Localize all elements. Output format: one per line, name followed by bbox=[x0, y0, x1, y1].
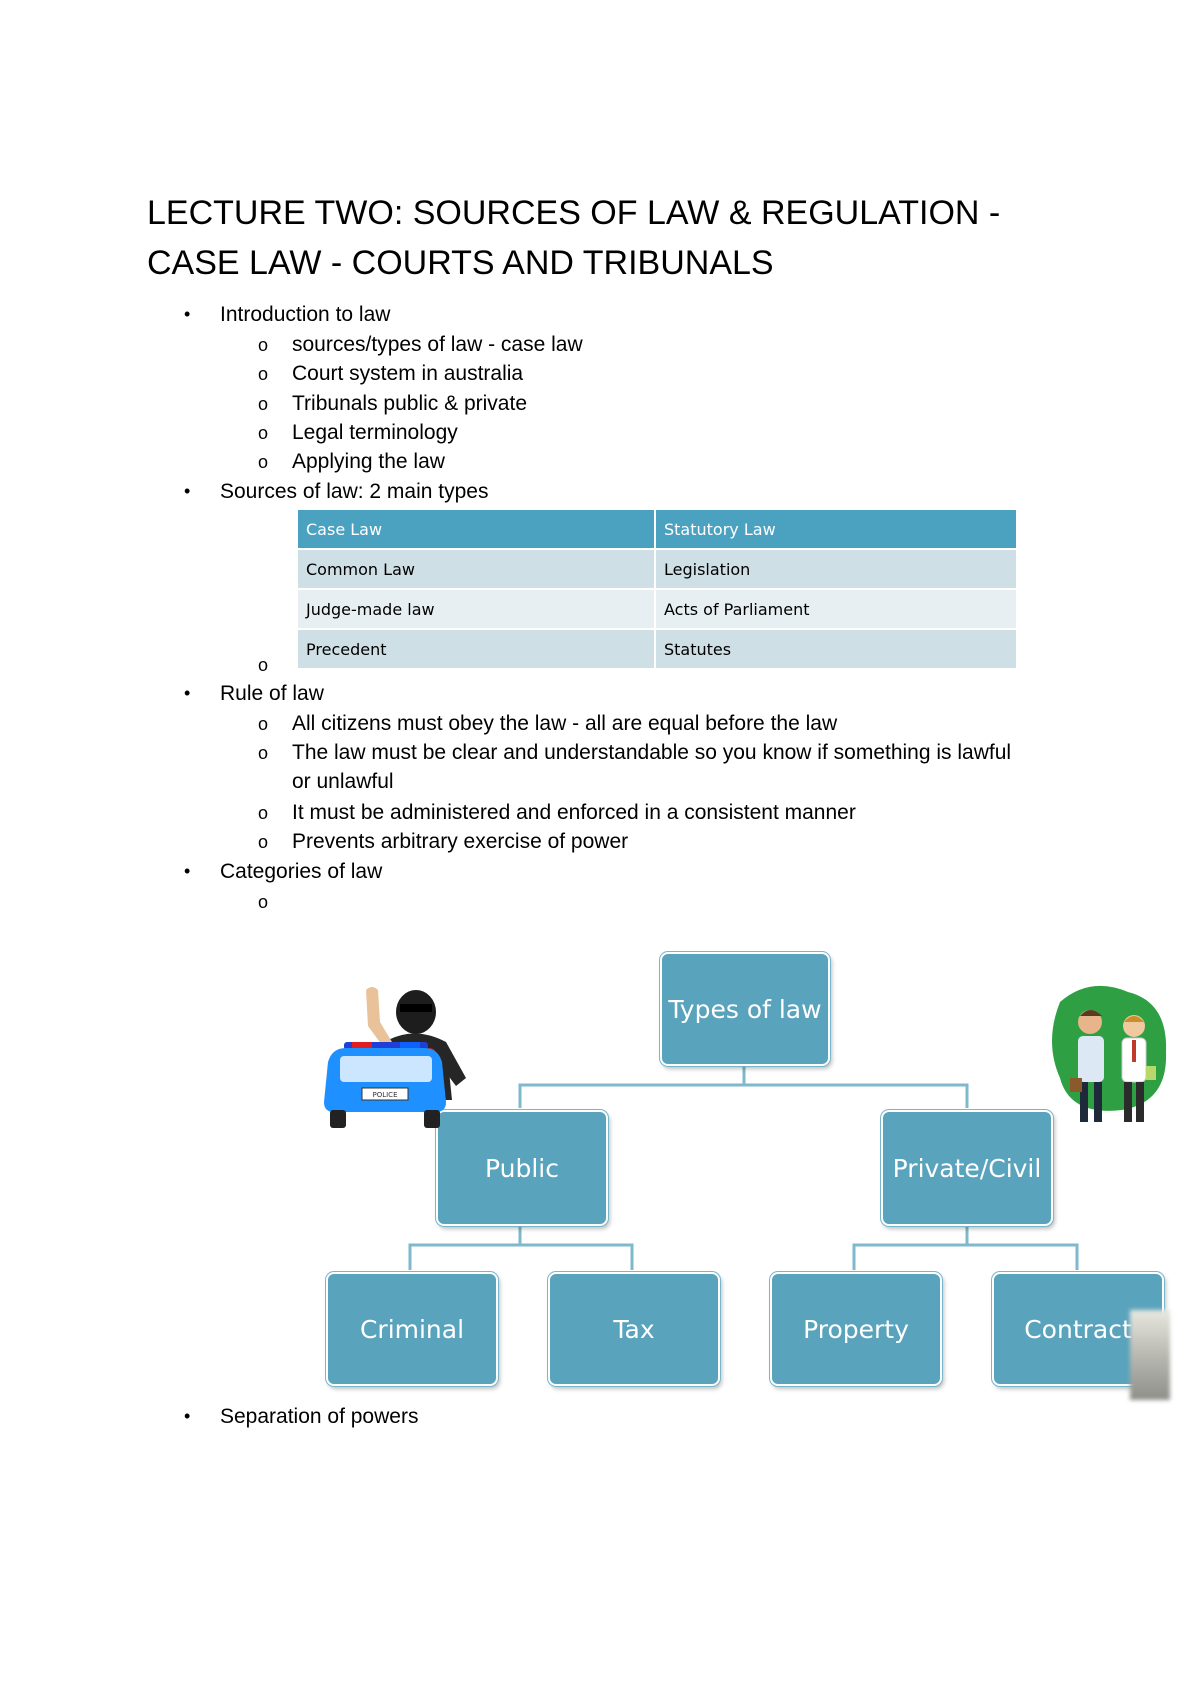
table-row: Common Law Legislation bbox=[298, 549, 1016, 590]
sub-bullet-icon: o bbox=[258, 364, 269, 384]
list-item-continuation: or unlawful bbox=[292, 770, 394, 793]
diagram-node-root: Types of law bbox=[660, 952, 830, 1066]
table-cell: Judge-made law bbox=[298, 589, 656, 630]
sub-bullet-icon: o bbox=[258, 892, 269, 912]
list-item: o Prevents arbitrary exercise of power bbox=[258, 827, 628, 856]
table-header-cell: Statutory Law bbox=[655, 510, 1016, 550]
sub-bullet-icon: o bbox=[258, 803, 269, 823]
table-cell: Precedent bbox=[298, 629, 656, 670]
sub-bullet-icon: o bbox=[258, 743, 269, 763]
list-item: o The law must be clear and understandab… bbox=[258, 738, 1011, 767]
bullet-icon: • bbox=[184, 683, 191, 703]
diagram-node-tax: Tax bbox=[548, 1272, 720, 1386]
list-item: o Tribunals public & private bbox=[258, 389, 527, 418]
table-header-cell: Case Law bbox=[298, 510, 656, 550]
table-cell: Common Law bbox=[298, 549, 656, 590]
diagram-node-private: Private/Civil bbox=[881, 1110, 1053, 1226]
table-header-row: Case Law Statutory Law bbox=[298, 510, 1016, 550]
sub-bullet-icon: o bbox=[258, 335, 269, 355]
list-item: • Introduction to law bbox=[184, 300, 390, 329]
sub-bullet-icon: o bbox=[258, 452, 269, 472]
list-item: o It must be administered and enforced i… bbox=[258, 798, 856, 827]
list-item: • Categories of law bbox=[184, 857, 382, 886]
list-item: o All citizens must obey the law - all a… bbox=[258, 709, 837, 738]
table-row: Judge-made law Acts of Parliament bbox=[298, 589, 1016, 630]
sub-bullet-icon: o bbox=[258, 714, 269, 734]
bullet-icon: • bbox=[184, 304, 191, 324]
list-item: o sources/types of law - case law bbox=[258, 330, 583, 359]
list-item: • Rule of law bbox=[184, 679, 324, 708]
police-plate-label: POLICE bbox=[372, 1091, 397, 1099]
business-people-illustration bbox=[1052, 985, 1167, 1122]
table-cell: Statutes bbox=[655, 629, 1016, 670]
sub-bullet-icon: o bbox=[258, 394, 269, 414]
list-item: • Separation of powers bbox=[184, 1402, 418, 1431]
blurred-image-fragment bbox=[1130, 1310, 1170, 1400]
page-title: LECTURE TWO: SOURCES OF LAW & REGULATION… bbox=[147, 194, 1001, 282]
list-item: o Legal terminology bbox=[258, 418, 458, 447]
list-item: • Sources of law: 2 main types bbox=[184, 477, 488, 506]
table-row: Precedent Statutes bbox=[298, 629, 1016, 670]
diagram-node-public: Public bbox=[436, 1110, 608, 1226]
sub-bullet-icon: o bbox=[258, 423, 269, 443]
sub-bullet-icon: o bbox=[258, 832, 269, 852]
list-item: o Court system in australia bbox=[258, 359, 523, 388]
sub-bullet-icon: o bbox=[258, 655, 269, 675]
table-cell: Acts of Parliament bbox=[655, 589, 1016, 630]
bullet-icon: • bbox=[184, 1406, 191, 1426]
diagram-node-property: Property bbox=[770, 1272, 942, 1386]
police-illustration: POLICE bbox=[324, 987, 466, 1128]
table-cell: Legislation bbox=[655, 549, 1016, 590]
diagram-node-criminal: Criminal bbox=[326, 1272, 498, 1386]
bullet-icon: • bbox=[184, 861, 191, 881]
sources-table: Case Law Statutory Law Common Law Legisl… bbox=[298, 510, 1016, 670]
list-item: o Applying the law bbox=[258, 447, 445, 476]
bullet-icon: • bbox=[184, 481, 191, 501]
